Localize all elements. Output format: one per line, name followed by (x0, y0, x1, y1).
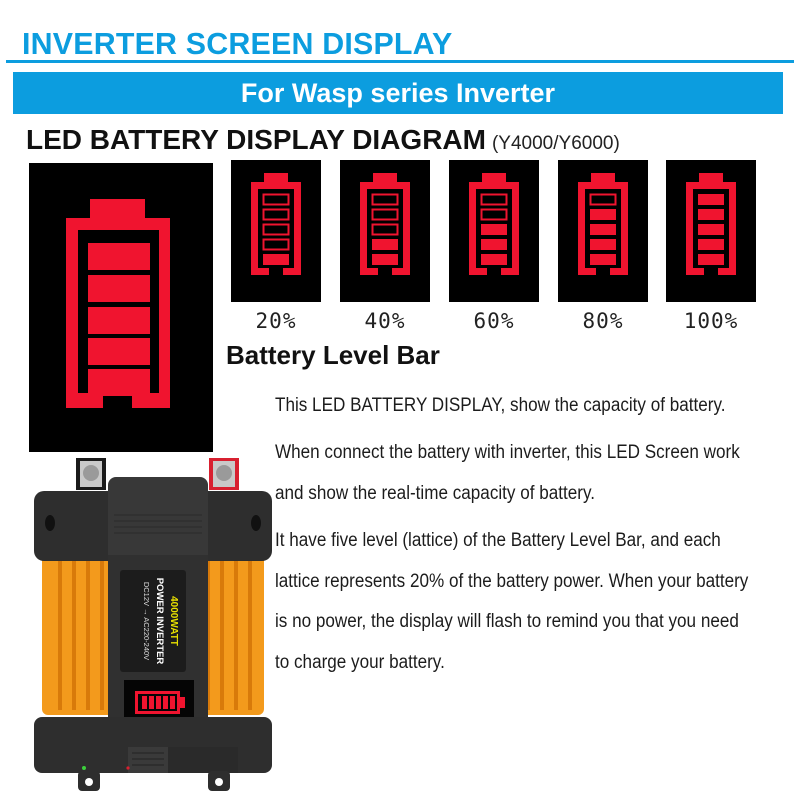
description-line: When connect the battery with inverter, … (275, 442, 740, 463)
description-line: to charge your battery. (275, 652, 445, 673)
model-numbers: (Y4000/Y6000) (491, 133, 620, 154)
description-line: lattice represents 20% of the battery po… (275, 571, 749, 592)
battery-level-100-icon (666, 160, 756, 302)
description-line: This LED BATTERY DISPLAY, show the capac… (275, 395, 726, 416)
inverter-product-image: 4000WATT POWER INVERTER DC12V → AC220-24… (28, 455, 278, 795)
level-label-100: 100% (683, 309, 739, 333)
subtitle-banner: For Wasp series Inverter (13, 72, 783, 114)
inverter-illustration: 4000WATT POWER INVERTER DC12V → AC220-24… (34, 458, 272, 791)
battery-level-20-icon (231, 160, 321, 302)
description-line: It have five level (lattice) of the Batt… (275, 530, 721, 551)
level-label-80: 80% (582, 309, 624, 333)
battery-level-60-icon (449, 160, 539, 302)
title-underline (6, 60, 794, 63)
product-name-label: POWER INVERTER (154, 578, 165, 665)
battery-level-80-icon (558, 160, 648, 302)
voltage-spec-label: DC12V → AC220-240V (142, 582, 151, 660)
battery-icon (66, 199, 170, 408)
level-label-20: 20% (255, 309, 297, 333)
diagram-title: LED BATTERY DISPLAY DIAGRAM(Y4000/Y6000) (26, 124, 620, 156)
wattage-label: 4000WATT (168, 596, 179, 646)
diagram-title-text: LED BATTERY DISPLAY DIAGRAM (26, 124, 486, 155)
battery-full-large-icon (29, 163, 213, 452)
description-line: and show the real-time capacity of batte… (275, 483, 595, 504)
description-line: is no power, the display will flash to r… (275, 611, 739, 632)
battery-level-40-icon (340, 160, 430, 302)
level-label-60: 60% (473, 309, 515, 333)
subtitle-text: For Wasp series Inverter (240, 77, 556, 108)
page-title: INVERTER SCREEN DISPLAY (22, 26, 453, 61)
battery-level-bar-heading: Battery Level Bar (226, 340, 440, 370)
level-label-40: 40% (364, 309, 406, 333)
